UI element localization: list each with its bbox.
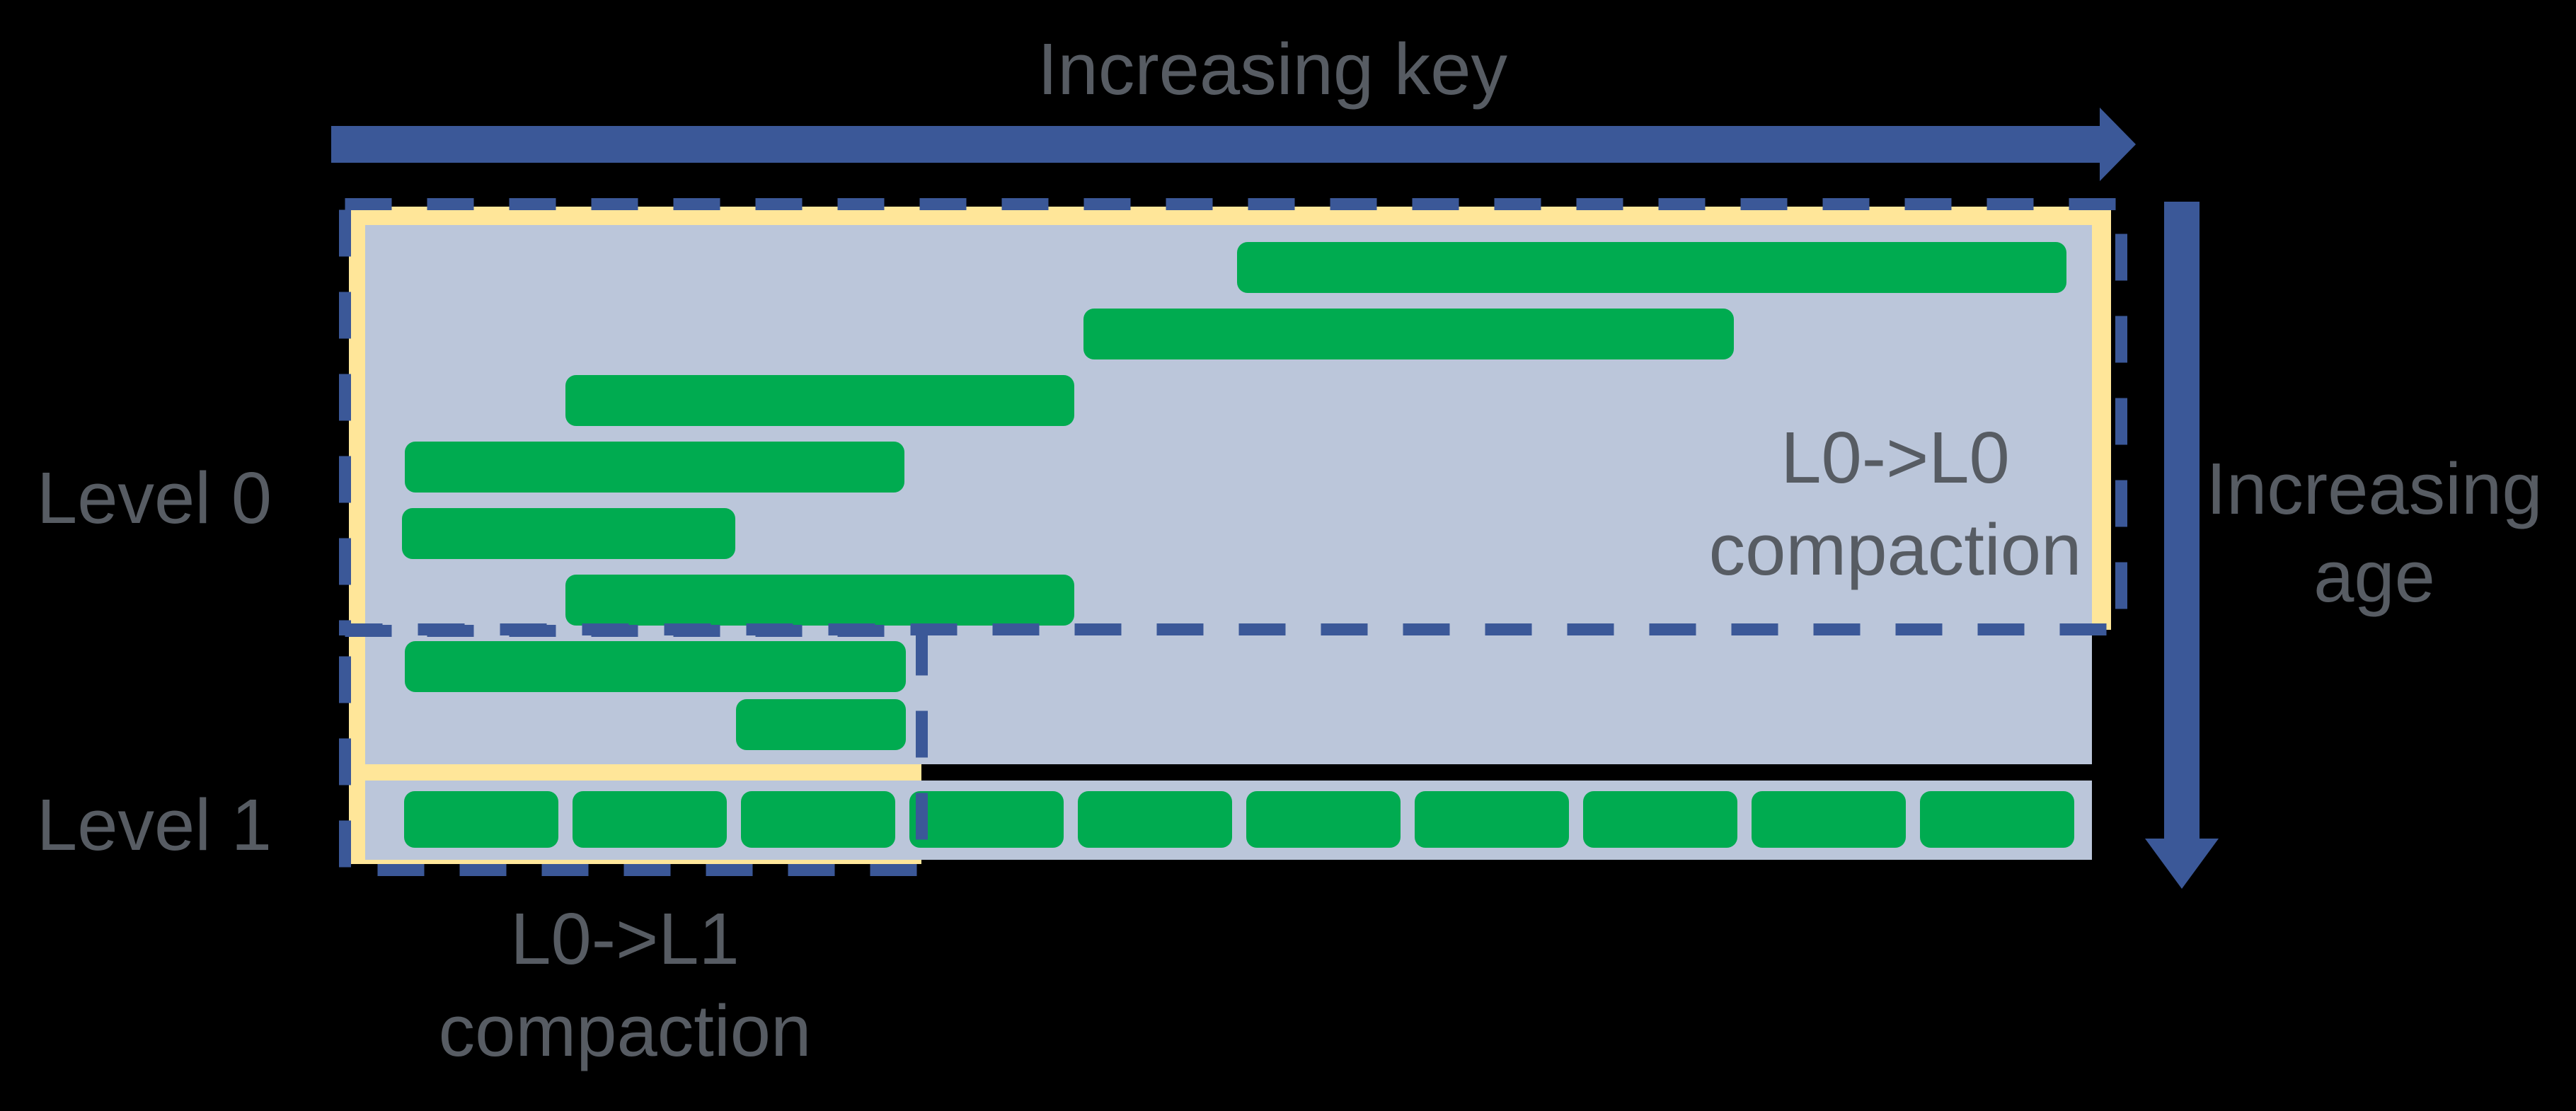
level0-sstable-0 bbox=[1237, 242, 2066, 293]
level0-sstable-6 bbox=[405, 641, 906, 692]
level1-sstable-8 bbox=[1752, 791, 1906, 848]
level1-label: Level 1 bbox=[37, 784, 272, 865]
level0-sstable-4 bbox=[402, 508, 735, 559]
level0-sstable-2 bbox=[565, 375, 1074, 426]
level1-sstables bbox=[404, 791, 2074, 848]
compaction-dashed-borders bbox=[339, 198, 2127, 876]
l0-l0-compaction-label-line1: L0->L0 bbox=[1781, 417, 2010, 498]
increasing-key-arrow bbox=[331, 108, 2136, 181]
level0-sstable-1 bbox=[1083, 309, 1734, 359]
level1-sstable-1 bbox=[573, 791, 727, 848]
level1-sstable-7 bbox=[1583, 791, 1737, 848]
level1-sstable-5 bbox=[1246, 791, 1401, 848]
level0-sstable-7 bbox=[736, 699, 906, 750]
level1-sstable-9 bbox=[1920, 791, 2074, 848]
l0-l0-compaction-box bbox=[339, 198, 2127, 635]
l0-l0-compaction-label-line2: compaction bbox=[1709, 509, 2082, 590]
level0-sstables bbox=[402, 242, 2066, 750]
increasing-key-label: Increasing key bbox=[1037, 28, 1508, 110]
level0-sstable-5 bbox=[565, 575, 1074, 626]
increasing-age-arrow bbox=[2145, 202, 2219, 889]
level1-sstable-2 bbox=[741, 791, 895, 848]
l0-l1-compaction-label-line2: compaction bbox=[439, 990, 812, 1071]
level1-sstable-0 bbox=[404, 791, 558, 848]
level0-label: Level 0 bbox=[37, 457, 272, 539]
increasing-age-label-line2: age bbox=[2313, 536, 2435, 617]
level1-sstable-4 bbox=[1078, 791, 1232, 848]
increasing-age-label-line1: Increasing bbox=[2206, 448, 2542, 529]
l0-l1-compaction-box bbox=[339, 625, 928, 876]
axis-arrows bbox=[331, 108, 2219, 889]
level1-sstable-3 bbox=[909, 791, 1064, 848]
level1-sstable-6 bbox=[1415, 791, 1569, 848]
l0-l1-compaction-label-line1: L0->L1 bbox=[510, 898, 740, 979]
level0-sstable-3 bbox=[405, 442, 904, 493]
